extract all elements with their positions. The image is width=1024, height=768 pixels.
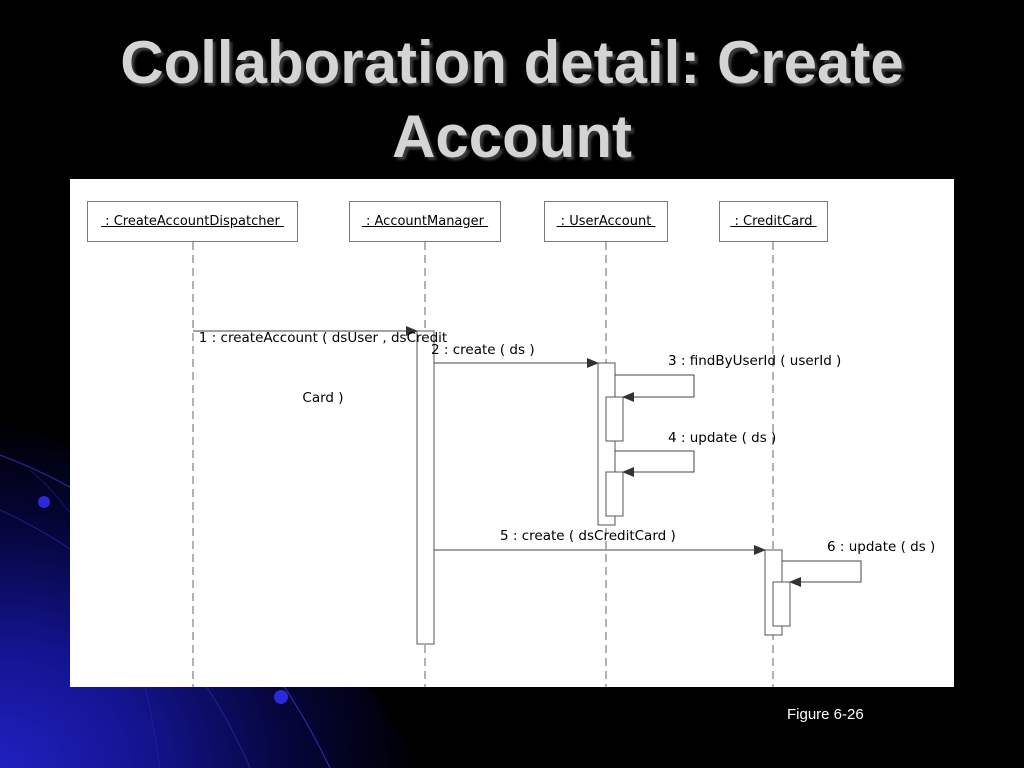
- message-label-4: 4 : update ( ds ): [668, 430, 777, 446]
- activation-useraccount-update: [605, 471, 624, 517]
- object-create-account-dispatcher: : CreateAccountDispatcher: [87, 201, 298, 242]
- message-label-1: 1 : createAccount ( dsUser , dsCredit Ca…: [190, 288, 456, 448]
- glow-dot: [274, 690, 288, 704]
- message-label-1-line-2: Card ): [302, 390, 344, 406]
- message-label-6: 6 : update ( ds ): [827, 539, 936, 555]
- message-arrow-3: [615, 374, 695, 402]
- activation-useraccount-find: [605, 396, 624, 442]
- object-user-account: : UserAccount: [544, 201, 668, 242]
- activation-creditcard-update: [772, 581, 791, 627]
- message-arrow-4: [615, 450, 695, 477]
- diagram-lines: [192, 242, 862, 687]
- figure-caption: Figure 6-26: [787, 706, 864, 723]
- title-line-1: Collaboration detail: Create: [120, 29, 904, 96]
- message-label-1-line-1: 1 : createAccount ( dsUser , dsCredit: [198, 330, 448, 346]
- object-credit-card: : CreditCard: [719, 201, 828, 242]
- title-line-2: Account: [392, 103, 632, 170]
- message-label-2: 2 : create ( ds ): [431, 342, 535, 358]
- message-label-5: 5 : create ( dsCreditCard ): [500, 528, 676, 544]
- glow-dot: [38, 496, 50, 508]
- activation-manager: [416, 330, 435, 645]
- message-arrow-6: [782, 560, 862, 587]
- sequence-diagram: : CreateAccountDispatcher : AccountManag…: [70, 179, 954, 687]
- object-account-manager: : AccountManager: [349, 201, 501, 242]
- slide-title: Collaboration detail: Create Account: [0, 26, 1024, 174]
- message-label-3: 3 : findByUserId ( userId ): [668, 353, 842, 369]
